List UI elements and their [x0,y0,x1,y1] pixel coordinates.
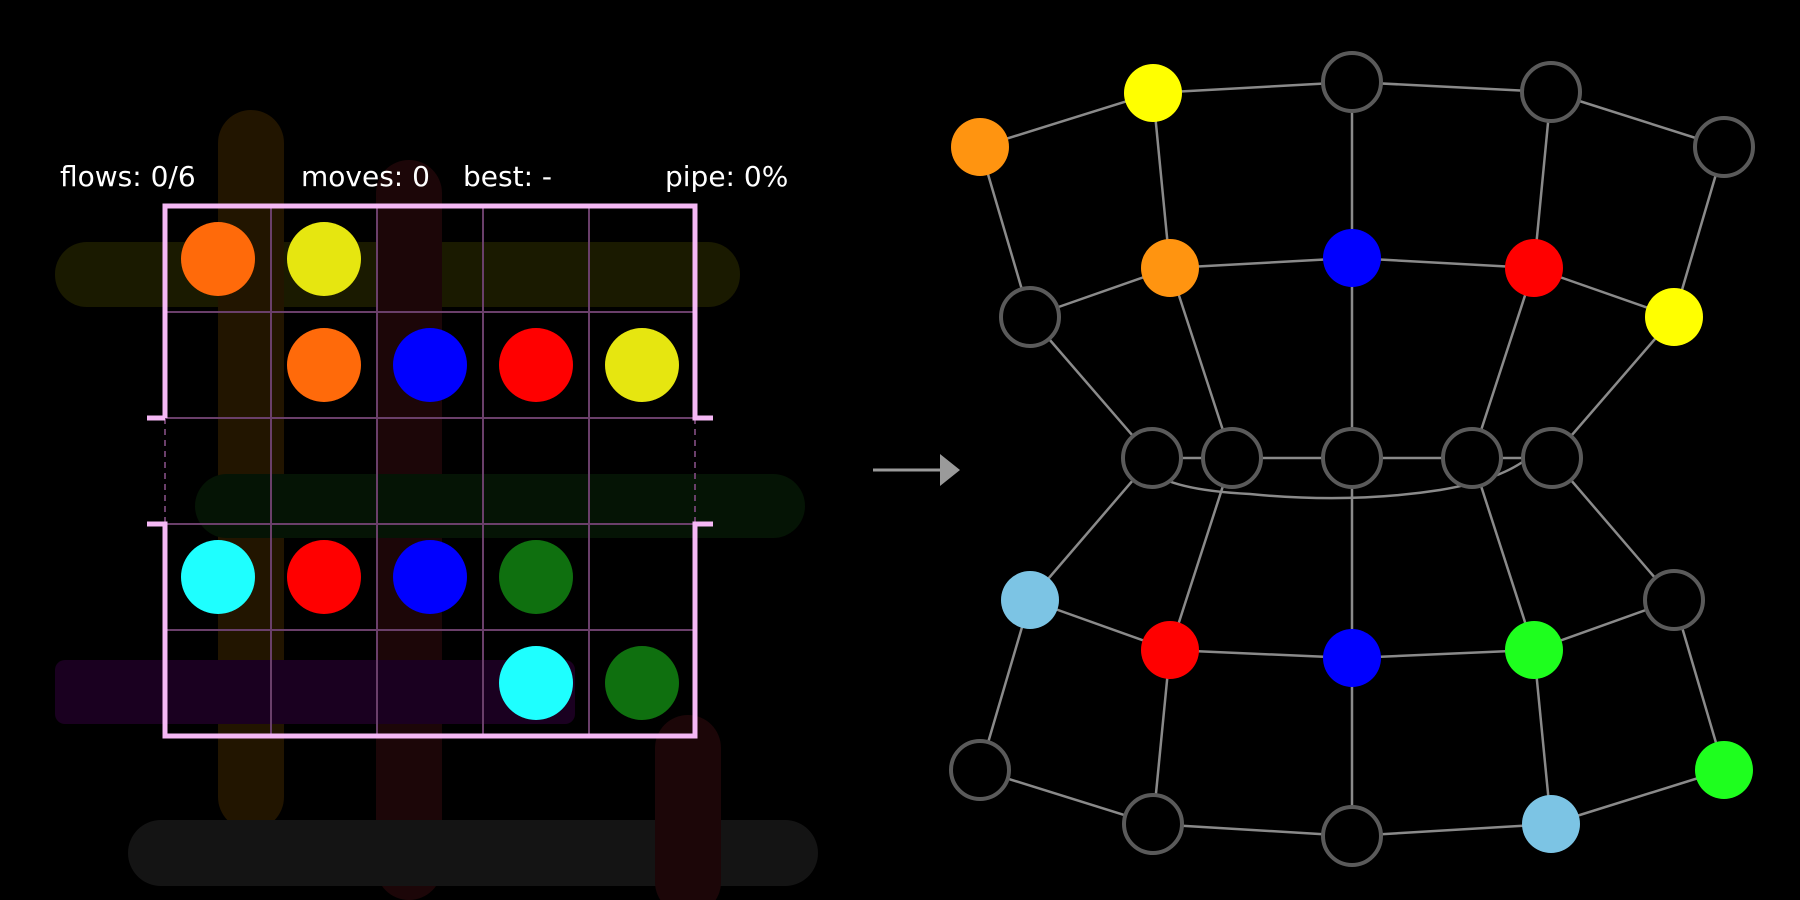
graph-node-red [1141,621,1199,679]
flow-dot-dark-green[interactable] [605,646,679,720]
flow-dot-cyan[interactable] [499,646,573,720]
graph-node-empty [1441,427,1503,489]
board-border [147,203,713,739]
graph-node-orange [951,118,1009,176]
board-cell[interactable] [377,418,483,524]
graph-node-empty [1693,116,1755,178]
graph-node-green [1695,741,1753,799]
flow-dot-yellow[interactable] [605,328,679,402]
board-cell[interactable] [589,206,695,312]
graph-node-empty [1321,805,1383,867]
moves-counter: moves: 0 [301,160,430,193]
graph-node-empty [1321,427,1383,489]
graph-edge [1550,768,1725,826]
graph-node-empty [1520,61,1582,123]
graph-node-empty [999,286,1061,348]
best-score: best: - [463,160,552,193]
board-cell[interactable] [377,630,483,736]
graph-edge [1470,457,1536,651]
graph-node-yellow [1124,64,1182,122]
graph-edge [1169,648,1353,660]
graph-node-blue [1323,629,1381,687]
flows-counter: flows: 0/6 [60,160,196,193]
graph-edge [1470,267,1536,459]
board-cell[interactable] [483,206,589,312]
bg-pipe-green [195,474,805,538]
graph-node-empty [1122,793,1184,855]
graph-edge [1169,256,1353,270]
flow-dot-orange[interactable] [287,328,361,402]
board-cell[interactable] [271,418,377,524]
graph-node-orange [1141,239,1199,297]
graph-node-empty [1521,427,1583,489]
graph-edge [1532,649,1553,825]
graph-node-light-blue [1001,571,1059,629]
graph-edge [1029,316,1153,459]
board-cell[interactable] [165,312,271,418]
board-cell[interactable] [589,524,695,630]
bg-pipe-dark-red [655,715,721,900]
graph-node-light-blue [1522,795,1580,853]
flow-dot-orange[interactable] [181,222,255,296]
graph-edge [1351,648,1535,660]
graph-edge [1151,92,1172,269]
graph-edge [1168,267,1234,459]
pipe-percentage: pipe: 0% [665,160,788,193]
graph-edge [1551,457,1675,601]
flow-dot-red[interactable] [499,328,573,402]
flow-dot-yellow[interactable] [287,222,361,296]
graph-edge [1152,80,1353,95]
puzzle-board[interactable] [60,203,800,739]
flow-dot-red[interactable] [287,540,361,614]
right-arrow-icon [873,454,960,486]
graph-edge [1152,822,1353,838]
bg-pipe-grey [128,820,818,886]
graph-edge [1351,256,1535,270]
graph-node-yellow [1645,288,1703,346]
bg-pipe-purple [55,660,575,724]
graph-node-red [1505,239,1563,297]
board-cell[interactable] [165,418,271,524]
board-cell[interactable] [377,206,483,312]
graph-edge [1351,822,1552,838]
graph-node-empty [1121,427,1183,489]
graph-node-empty [949,739,1011,801]
graph-edge [1551,316,1675,459]
graph-node-green [1505,621,1563,679]
graph-edge [1351,80,1552,94]
board-cell[interactable] [271,630,377,736]
graph-edge [979,91,1154,149]
graph-node-empty [1643,569,1705,631]
graph-node-empty [1201,427,1263,489]
graph-view [949,51,1755,867]
board-cell[interactable] [483,418,589,524]
graph-edge [1168,457,1234,651]
flow-dot-blue[interactable] [393,540,467,614]
flow-dot-dark-green[interactable] [499,540,573,614]
graph-node-blue [1323,229,1381,287]
flow-dot-blue[interactable] [393,328,467,402]
flow-dot-cyan[interactable] [181,540,255,614]
board-cell[interactable] [165,630,271,736]
board-cell[interactable] [589,418,695,524]
graph-node-empty [1321,51,1383,113]
graph-edge [1029,457,1153,601]
graph-nodes [949,51,1755,867]
